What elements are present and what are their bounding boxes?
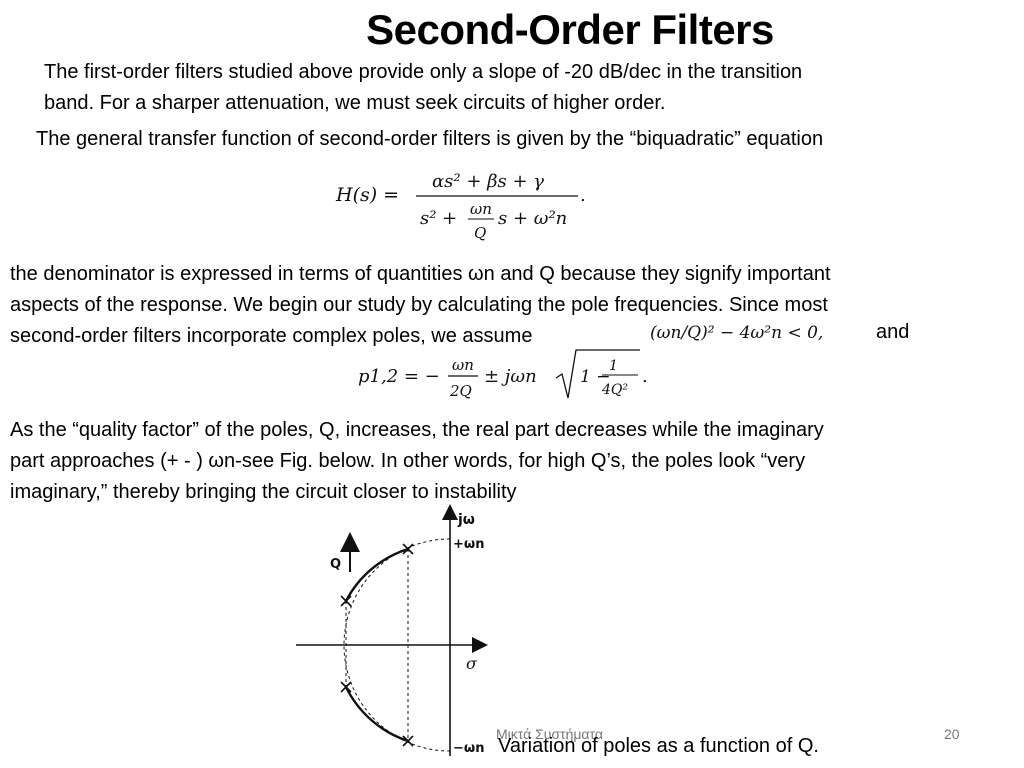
denominator-paragraph: the denominator is expressed in terms of… [10,259,831,352]
quality-line-2: part approaches (+ - ) ωn-see Fig. below… [10,450,806,472]
tf-denom-s2: s² + [420,208,457,229]
quality-line-1: As the “quality factor” of the poles, Q,… [10,419,824,441]
poles-period: . [642,366,648,387]
tf-denom-q: Q [474,224,486,242]
transfer-function-equation: H(s) = αs² + βs + γ s² + ωn Q s + ω²n . [335,171,586,242]
poles-mid: ± jωn [484,366,537,387]
pole-marker-upper-high-q [402,543,414,555]
tf-period: . [580,185,586,206]
pole-locus-figure: σ jω Q +ωn −ωn [296,504,488,756]
quality-line-3: imaginary,” thereby bringing the circuit… [10,481,517,503]
complex-pole-condition: (ωn/Q)² − 4ω²n < 0, [650,323,823,343]
sqrt-one: 1 − [580,367,610,387]
intro-line-1: The first-order filters studied above pr… [44,61,803,83]
poles-frac-den: 2Q [449,382,472,400]
intro-line-2: band. For a sharper attenuation, we must… [44,92,666,114]
tf-lhs: H(s) = [335,184,399,206]
page-number: 20 [944,726,960,742]
figure-caption: Variation of poles as a function of Q. [498,735,819,757]
biquad-paragraph: The general transfer function of second-… [36,128,824,150]
and-word: and [876,321,910,343]
sqrt-sign [555,349,640,399]
denominator-line-1: the denominator is expressed in terms of… [10,263,831,285]
pole-marker-lower-high-q [402,735,414,747]
condition-text: (ωn/Q)² − 4ω²n < 0, [650,323,823,343]
denominator-line-2: aspects of the response. We begin our st… [10,294,828,316]
pole-equation: p1,2 = − ωn 2Q ± jωn 1 − 1 4Q² . [358,349,648,400]
poles-frac-num: ωn [452,356,474,374]
lower-pole-locus [344,686,409,743]
upper-pole-locus [344,547,409,602]
pole-marker-upper-low-q [340,595,352,607]
plus-wn-label: +ωn [453,537,484,552]
sqrt-frac-den: 4Q² [601,382,628,398]
pole-markers [340,543,414,747]
intro-paragraph: The first-order filters studied above pr… [44,57,802,119]
footer-text: Μικτά Συστήματα [496,726,603,742]
tf-denom-rest: s + ω²n [498,208,567,229]
q-label: Q [330,557,341,572]
denominator-line-3: second-order filters incorporate complex… [10,325,533,347]
quality-factor-paragraph: As the “quality factor” of the poles, Q,… [10,415,824,508]
real-axis-label: σ [466,654,478,673]
pole-marker-lower-low-q [340,681,352,693]
tf-numerator: αs² + βs + γ [432,171,544,192]
sqrt-frac-num: 1 [609,358,618,374]
minus-wn-label: −ωn [453,741,484,756]
imag-axis-label: jω [457,512,475,528]
slide-title: Second-Order Filters [366,6,774,53]
tf-denom-wn: ωn [470,200,492,218]
poles-lhs: p1,2 = − [358,366,440,387]
